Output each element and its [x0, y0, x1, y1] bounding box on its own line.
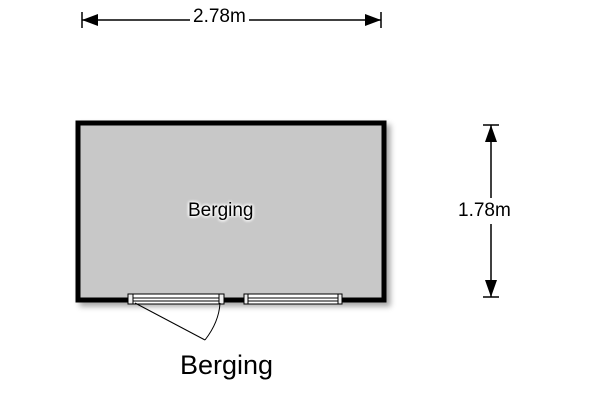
width-label: 2.78m — [190, 6, 249, 28]
window — [243, 293, 343, 305]
room-label: Berging — [188, 200, 254, 221]
floor-plan-caption: Berging — [180, 350, 274, 380]
height-label: 1.78m — [458, 198, 511, 224]
door — [127, 293, 225, 341]
room-walls — [75, 120, 387, 303]
